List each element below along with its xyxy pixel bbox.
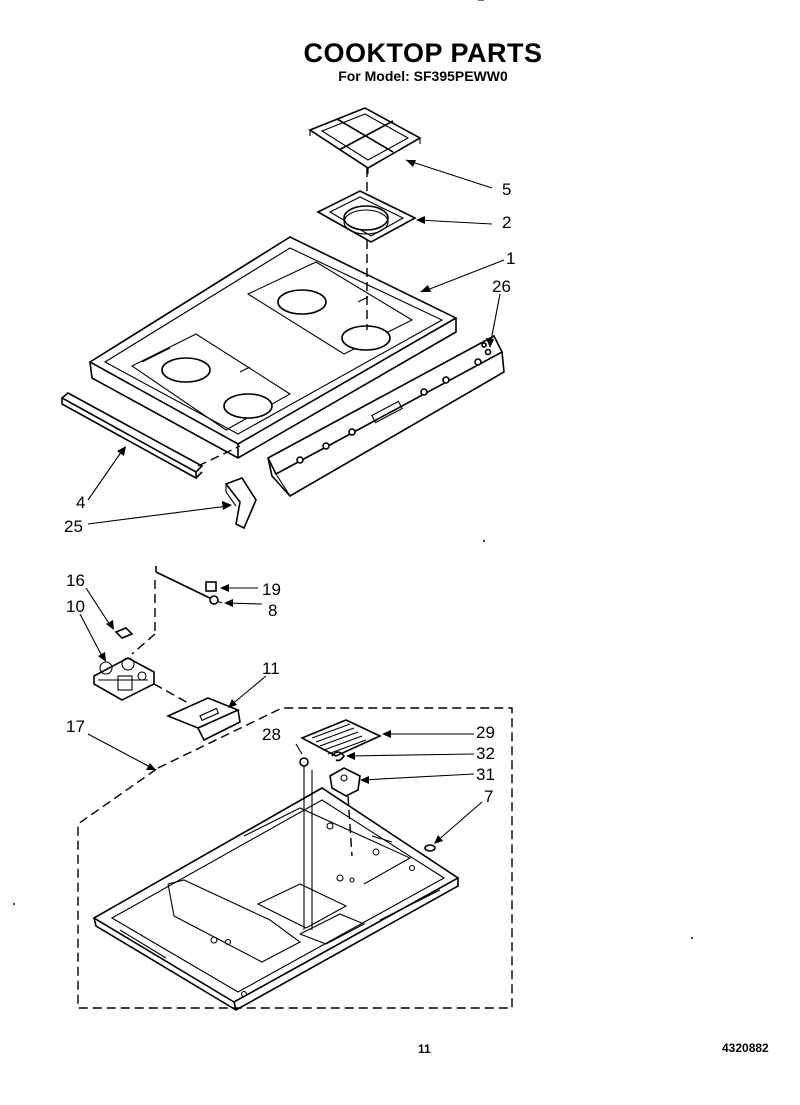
model-subtitle: For Model: SF395PEWW0 <box>338 68 508 84</box>
callout-26: 26 <box>492 277 511 296</box>
callout-2: 2 <box>502 213 512 232</box>
callout-19: 19 <box>262 580 281 599</box>
part-8-electrode <box>155 566 223 605</box>
callout-29: 29 <box>476 723 495 742</box>
callout-16: 16 <box>66 571 85 590</box>
callout-1: 1 <box>506 249 516 268</box>
callout-32: 32 <box>476 744 495 763</box>
part-28-bolt <box>299 757 309 767</box>
callout-4: 4 <box>76 493 86 512</box>
part-11-plate <box>165 697 241 742</box>
part-1-cooktop <box>88 236 458 459</box>
page-number: 11 <box>418 1042 431 1056</box>
part-17-boundary <box>77 707 513 1009</box>
callout-7: 7 <box>484 787 494 806</box>
page-title: COOKTOP PARTS <box>303 38 543 68</box>
base-pan <box>92 787 460 1011</box>
part-19-clip <box>205 581 217 592</box>
part-25-bracket <box>224 477 257 530</box>
part-32-spring-clip <box>331 751 345 762</box>
part-26-control-panel <box>266 334 505 498</box>
part-31-bracket <box>329 767 361 797</box>
part-5-grate <box>308 107 422 174</box>
callout-11: 11 <box>262 659 280 678</box>
part-7-screw <box>424 844 436 852</box>
document-number: 4320882 <box>722 1041 769 1055</box>
part-2-burner-tray <box>316 190 417 243</box>
callout-10: 10 <box>66 597 85 616</box>
callout-28: 28 <box>262 725 281 744</box>
callout-17: 17 <box>66 717 85 736</box>
leader-lines <box>79 159 505 844</box>
part-4-trim-strip <box>60 392 204 480</box>
part-10-switch <box>93 657 155 701</box>
part-29-vent-grille <box>300 719 382 757</box>
callout-5: 5 <box>502 180 512 199</box>
callout-8: 8 <box>268 601 278 620</box>
callout-25: 25 <box>64 517 83 536</box>
callout-31: 31 <box>476 765 495 784</box>
part-16-clip <box>114 627 134 639</box>
